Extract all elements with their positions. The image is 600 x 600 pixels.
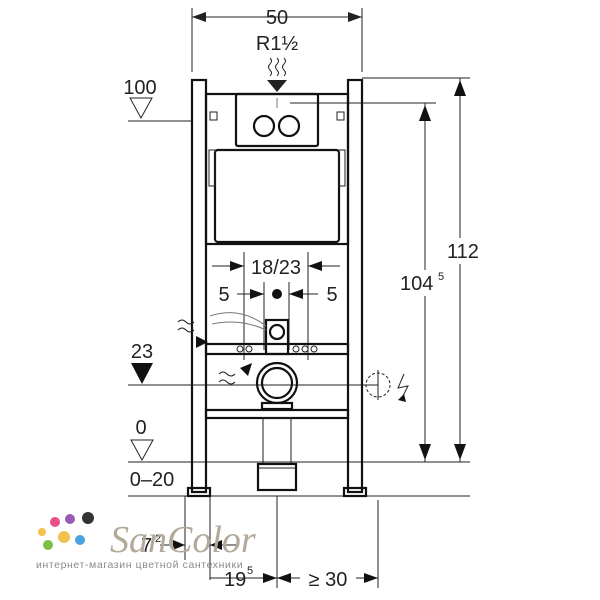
width-label: 50 [266, 7, 288, 29]
depth-7-label: 7 [141, 535, 152, 557]
watermark-dot [38, 528, 46, 536]
level-100-label: 100 [123, 77, 156, 99]
drain-pipe [256, 417, 298, 492]
watermark-dot [58, 531, 70, 543]
pipe-size-label: R1½ [256, 33, 299, 55]
watermark-subtitle: интернет-магазин цветной сантехники [36, 559, 243, 571]
floor-range-label: 0–20 [130, 469, 175, 491]
watermark-brand: SanColor [110, 519, 256, 561]
watermark-dot [65, 514, 75, 524]
height-112-label: 112 [447, 241, 479, 263]
mounting-bar [204, 342, 350, 356]
watermark-dot [75, 535, 85, 545]
level-100-marker: 100 [123, 77, 192, 122]
watermark-dot [50, 517, 60, 527]
frame-left-rail [186, 78, 212, 498]
level-0-label: 0 [135, 417, 146, 439]
lower-crossbar [204, 408, 350, 420]
watermark-dot [43, 540, 53, 550]
width-dimension: 50 [191, 7, 363, 72]
height-104-label: 104 [400, 273, 433, 295]
cistern [204, 92, 350, 246]
flush-pipe [209, 312, 290, 356]
depth-dimension-19: 19 5 [210, 496, 278, 591]
level-23-label: 23 [131, 341, 153, 363]
depth-19-sup: 5 [247, 565, 253, 577]
offset-left-label: 5 [218, 284, 229, 306]
watermark: SanColor интернет-магазин цветной сантех… [36, 512, 256, 571]
electric-socket-icon [365, 370, 409, 402]
spacing-label: 18/23 [251, 257, 301, 279]
height-112-dimension: 112 [362, 77, 481, 462]
offset-right-label: 5 [326, 284, 337, 306]
watermark-dot [82, 512, 94, 524]
water-supply-icon [267, 57, 287, 92]
clearance-dimension: ≥ 30 [277, 500, 379, 591]
level-0-marker: 0 [128, 417, 470, 463]
clearance-label: ≥ 30 [309, 569, 348, 591]
height-104-dimension: 104 5 [290, 102, 448, 462]
water-inlet-icon [177, 319, 252, 385]
depth-dimension-7: 7 2 [141, 496, 238, 580]
bolt-spacing-dimension: 18/23 [212, 252, 340, 360]
depth-7-sup: 2 [155, 533, 161, 545]
level-23-marker: 23 [128, 341, 378, 386]
drain-outlet [255, 361, 299, 411]
depth-19-label: 19 [224, 569, 246, 591]
frame-right-rail [342, 78, 368, 498]
height-104-sup: 5 [438, 271, 444, 283]
offset-dimension: 5 5 [218, 282, 338, 350]
